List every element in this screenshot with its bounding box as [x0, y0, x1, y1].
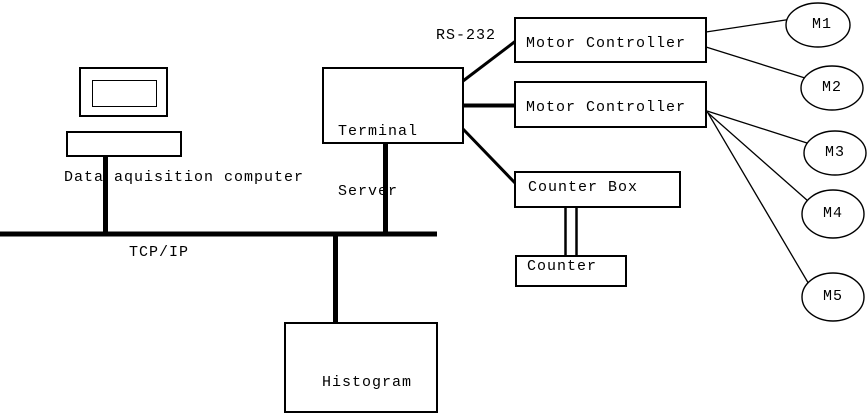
rs232-label: RS-232: [436, 27, 497, 44]
motor-m1-label: M1: [811, 16, 832, 33]
motor-m5-label: M5: [822, 288, 843, 305]
counter-node: [515, 255, 627, 287]
rs232-link-motor-controller-1-line: [462, 38, 518, 83]
motor-controller-2-node: [514, 81, 707, 128]
tcpip-label: TCP/IP: [129, 244, 190, 261]
motor-m4-ellipse: [801, 189, 865, 239]
counter-label: Counter: [527, 258, 598, 275]
terminal-server-counter-box-link-line: [461, 127, 519, 187]
motor-controller-2-label: Motor Controller: [526, 99, 687, 116]
motor-controller-1-m2-line: [705, 46, 806, 79]
histogram-memory-label-line1: Histogram: [322, 374, 413, 391]
motor-m2-label: M2: [821, 79, 842, 96]
histogram-memory-label: Histogram Memory: [322, 333, 412, 414]
terminal-server-label-line2: Server: [338, 183, 399, 200]
motor-m3-ellipse: [803, 130, 867, 176]
computer-keyboard-icon: [66, 131, 182, 157]
motor-controller-1-node: [514, 17, 707, 63]
counter-box-label: Counter Box: [528, 179, 639, 196]
counter-box-node: [514, 171, 681, 208]
motor-controller-2-m3-line: [706, 110, 808, 144]
motor-controller-2-m4-line: [706, 111, 809, 202]
motor-controller-2-m5-line: [707, 112, 811, 287]
daq-caption: Data aquisition computer: [64, 169, 305, 186]
terminal-server-label: Terminal Server: [338, 82, 418, 242]
motor-m1-ellipse: [785, 2, 851, 48]
terminal-server-node: [322, 67, 464, 144]
motor-m3-label: M3: [824, 144, 845, 161]
histogram-memory-node: [284, 322, 438, 413]
motor-controller-1-m1-line: [705, 18, 793, 33]
motor-m5-ellipse: [801, 272, 865, 322]
computer-screen-icon: [92, 80, 157, 107]
motor-controller-1-label: Motor Controller: [526, 35, 687, 52]
motor-m2-ellipse: [800, 65, 864, 111]
terminal-server-label-line1: Terminal: [338, 123, 419, 140]
motor-m4-label: M4: [822, 205, 843, 222]
